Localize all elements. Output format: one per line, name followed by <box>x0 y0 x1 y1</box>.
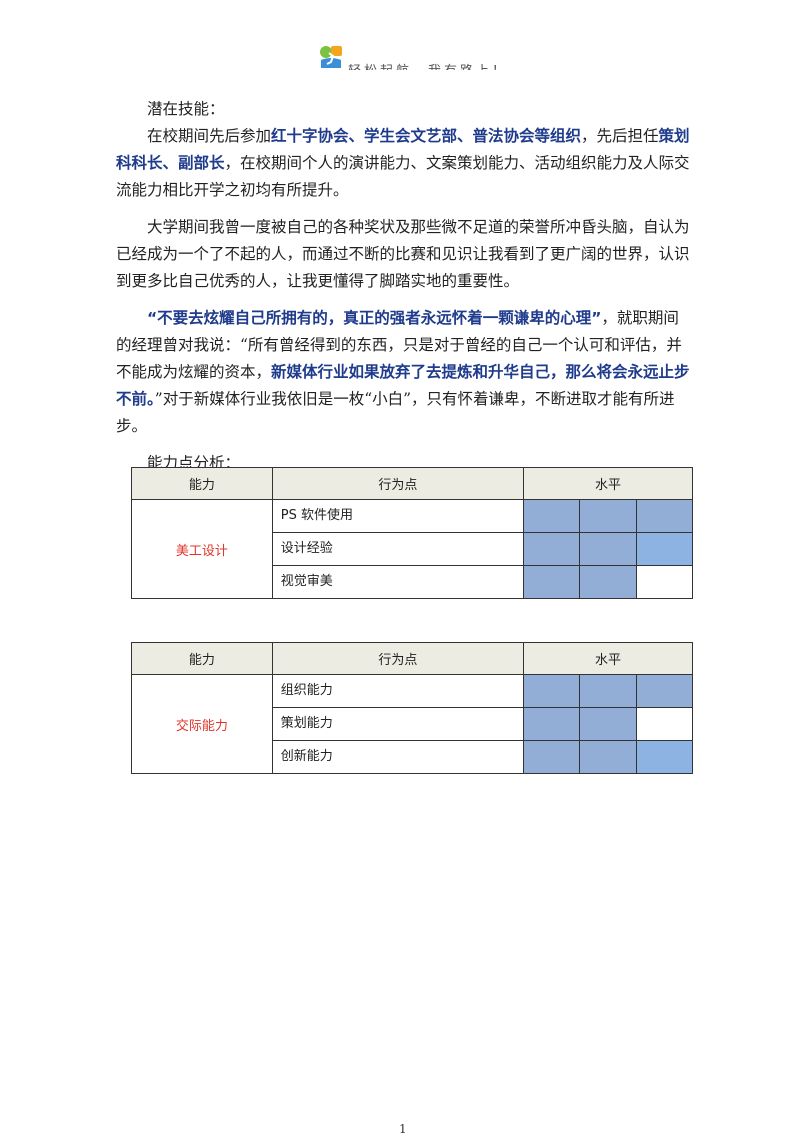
table-header-row: 能力 行为点 水平 <box>131 467 693 500</box>
category-cell: 交际能力 <box>131 674 273 774</box>
level-cell <box>579 565 637 599</box>
level-cell <box>579 532 637 566</box>
level-cell <box>523 674 581 708</box>
level-cell <box>523 707 581 741</box>
highlight-quote: “不要去炫耀自己所拥有的，真正的强者永远怀着一颗谦卑的心理” <box>147 309 602 327</box>
level-cell <box>523 499 581 533</box>
header-text: 轻松起航，我有路上！ <box>348 60 508 70</box>
level-cell <box>523 740 581 774</box>
behavior-cell: 组织能力 <box>271 674 525 708</box>
header-level: 水平 <box>523 467 693 500</box>
level-cell-empty <box>635 707 694 741</box>
highlight-organizations: 红十字协会、学生会文艺部、普法协会等组织 <box>271 127 582 145</box>
behavior-cell: 设计经验 <box>271 532 525 566</box>
header-behavior: 行为点 <box>271 467 525 500</box>
ability-table-social: 能力 行为点 水平 交际能力 组织能力 策划能力 创新能力 <box>131 642 694 774</box>
level-cell <box>635 499 694 533</box>
highlight-new-media: 新媒体行业如果放弃了去提炼和升华自己，那么将会永远止步不前。 <box>116 363 690 408</box>
level-cell <box>579 707 637 741</box>
content: 潜在技能： 在校期间先后参加红十字协会、学生会文艺部、普法协会等组织，先后担任策… <box>116 96 694 477</box>
level-cell <box>635 740 694 774</box>
table-header-row: 能力 行为点 水平 <box>131 642 693 675</box>
page-number: 1 <box>399 1122 407 1136</box>
behavior-cell: 视觉审美 <box>271 565 525 599</box>
ability-table-design: 能力 行为点 水平 美工设计 PS 软件使用 设计经验 视觉审美 <box>131 467 694 599</box>
logo-icon <box>320 46 342 68</box>
behavior-cell: 策划能力 <box>271 707 525 741</box>
table-row: 交际能力 组织能力 <box>131 674 694 774</box>
header-ability: 能力 <box>131 642 273 675</box>
behavior-cell: PS 软件使用 <box>271 499 525 533</box>
level-cell <box>523 532 581 566</box>
table-row: 视觉审美 <box>132 565 694 599</box>
level-cell <box>635 674 694 708</box>
header-level: 水平 <box>523 642 693 675</box>
level-cell <box>523 565 581 599</box>
paragraph-activities: 在校期间先后参加红十字协会、学生会文艺部、普法协会等组织，先后担任策划科科长、副… <box>116 127 690 199</box>
category-cell: 美工设计 <box>131 499 273 599</box>
level-cell-empty <box>635 565 694 599</box>
level-cell <box>579 740 637 774</box>
highlight-positions: 策划科科长、副部长 <box>116 127 690 172</box>
header-behavior: 行为点 <box>271 642 525 675</box>
level-cell <box>579 499 637 533</box>
table-row: 策划能力 <box>132 707 694 741</box>
paragraph-college: 大学期间我曾一度被自己的各种奖状及那些微不足道的荣誉所冲昏头脑，自认为已经成为一… <box>116 218 690 290</box>
table-row: 美工设计 PS 软件使用 <box>131 499 694 599</box>
level-cell <box>579 674 637 708</box>
table-row: 创新能力 <box>132 740 694 774</box>
table-row: 设计经验 <box>132 532 694 566</box>
level-cell <box>635 532 694 566</box>
page-header: 轻松起航，我有路上！ <box>0 40 800 70</box>
header-ability: 能力 <box>131 467 273 500</box>
paragraph-quote: “不要去炫耀自己所拥有的，真正的强者永远怀着一颗谦卑的心理”，就职期间的经理曾对… <box>116 309 690 435</box>
behavior-cell: 创新能力 <box>271 740 525 774</box>
heading-potential-skills: 潜在技能： <box>147 100 225 118</box>
